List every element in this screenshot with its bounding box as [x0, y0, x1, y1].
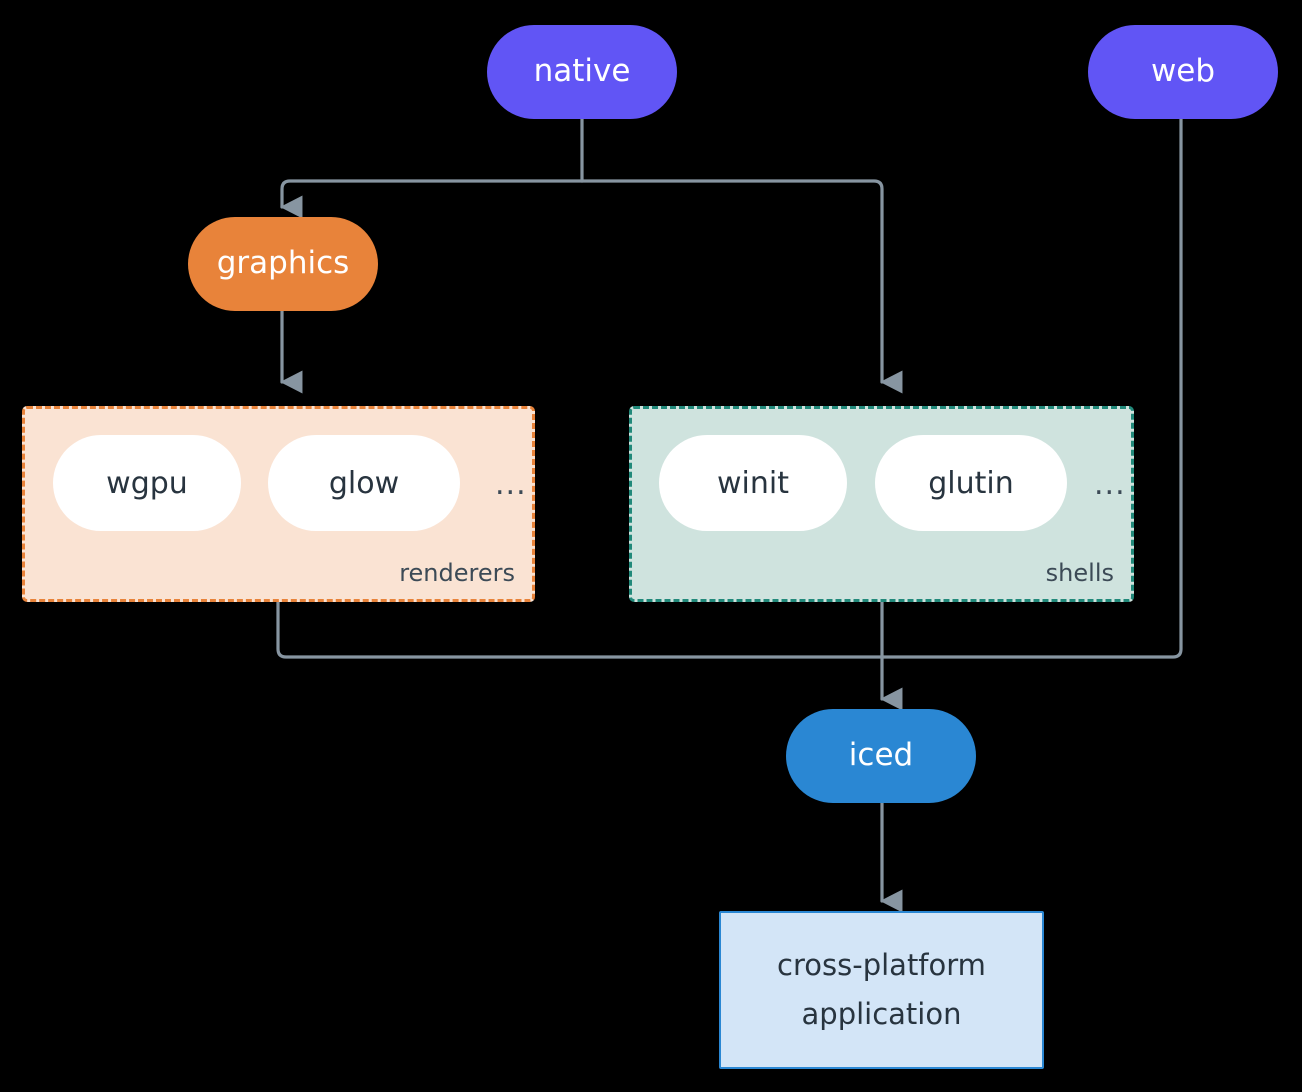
node-graphics-label: graphics [216, 245, 350, 282]
edge-renderers-to-iced [276, 600, 883, 659]
group-renderers[interactable]: wgpu glow ... renderers [22, 406, 535, 602]
node-web-label: web [1150, 53, 1216, 90]
group-renderers-label: renderers [399, 559, 515, 587]
group-shells-label: shells [1045, 559, 1114, 587]
node-iced-label: iced [848, 737, 914, 774]
edge-native-to-shells [580, 179, 903, 394]
node-application-label-line1: cross-platform [777, 947, 986, 982]
chip-winit-label: winit [717, 465, 789, 501]
chip-wgpu[interactable]: wgpu [53, 435, 241, 531]
chip-glutin[interactable]: glutin [875, 435, 1067, 531]
node-native[interactable]: native [487, 25, 677, 119]
edge-native-to-graphics [280, 179, 584, 219]
shells-overflow-ellipsis: ... [1094, 467, 1126, 502]
renderers-overflow-ellipsis: ... [495, 467, 527, 502]
node-application-label-line2: application [801, 997, 962, 1031]
node-iced[interactable]: iced [786, 709, 976, 803]
node-graphics[interactable]: graphics [188, 217, 378, 311]
group-shells[interactable]: winit glutin ... shells [629, 406, 1134, 602]
node-cross-platform-application[interactable]: cross-platform application [719, 911, 1044, 1069]
node-web[interactable]: web [1088, 25, 1278, 119]
chip-winit[interactable]: winit [659, 435, 847, 531]
chip-glow[interactable]: glow [268, 435, 460, 531]
chip-glow-label: glow [328, 465, 400, 501]
chip-glutin-label: glutin [928, 465, 1014, 501]
edge-web-to-iced [881, 117, 1183, 659]
chip-wgpu-label: wgpu [106, 465, 188, 501]
node-native-label: native [533, 53, 631, 90]
